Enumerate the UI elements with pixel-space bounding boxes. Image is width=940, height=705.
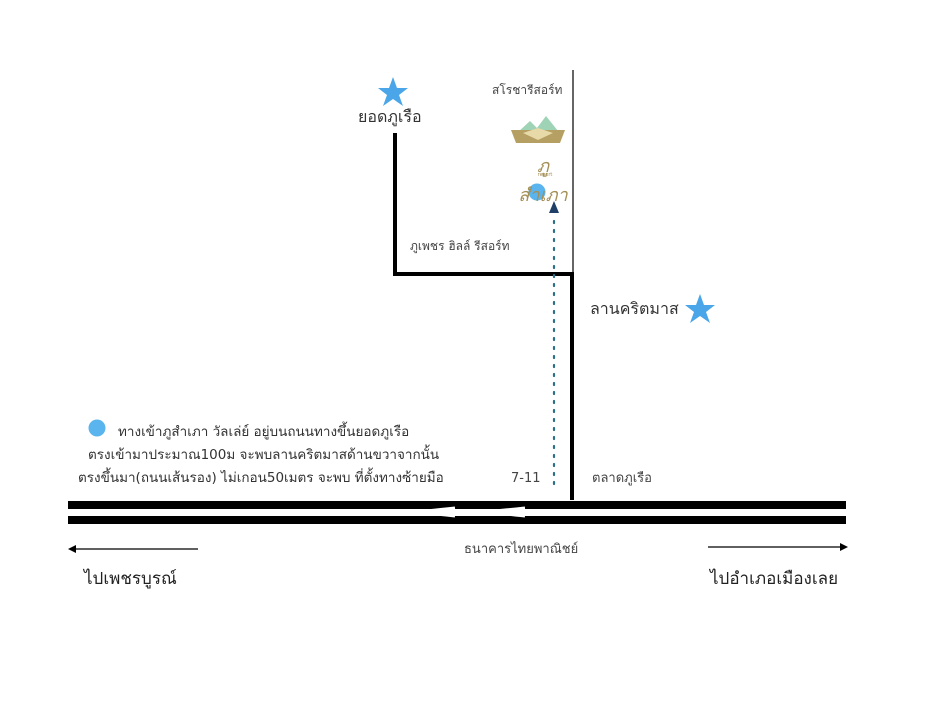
location-dot-icon <box>528 183 546 201</box>
label-resort-top: สโรชารีสอร์ท <box>492 83 563 97</box>
resort-logo: ภูสำเภา resort <box>505 115 575 206</box>
arrow-up-icon <box>549 201 559 213</box>
label-phu-ruea-peak: ยอดภูเรือ <box>358 107 422 126</box>
label-to-phetchabun: ไปเพชรบูรณ์ <box>84 569 177 589</box>
label-phu-phet-resort: ภูเพชร ฮิลล์ รีสอร์ท <box>410 239 510 253</box>
star-icon <box>378 77 408 106</box>
legend-dot-icon <box>88 419 106 437</box>
label-seven-eleven: 7-11 <box>511 471 541 486</box>
arrow-left-icon <box>68 545 198 553</box>
main-road <box>68 501 846 524</box>
label-christmas-field: ลานคริตมาส <box>590 299 679 318</box>
resort-logo-graphic <box>511 116 565 143</box>
note-line-3: ตรงขึ้นมา(ถนนเส้นรอง) ไม่เกอน50เมตร จะพบ… <box>78 470 444 486</box>
label-phu-ruea-market: ตลาดภูเรือ <box>592 471 652 486</box>
note-line-2: ตรงเข้ามาประมาณ100ม จะพบลานคริตมาสด้านขว… <box>88 447 440 463</box>
star-icon <box>685 294 715 323</box>
arrow-right-icon <box>708 543 848 551</box>
logo-subtext: resort <box>537 172 553 178</box>
directions-note: ทางเข้าภูสำเภา วัลเล่ย์ อยู่บนถนนทางขึ้น… <box>78 421 478 490</box>
logo-name: ภูสำเภา <box>518 156 568 206</box>
note-line-1: ทางเข้าภูสำเภา วัลเล่ย์ อยู่บนถนนทางขึ้น… <box>118 424 410 440</box>
label-to-loei: ไปอำเภอเมืองเลย <box>710 569 839 589</box>
label-bank: ธนาคารไทยพาณิชย์ <box>464 542 579 557</box>
